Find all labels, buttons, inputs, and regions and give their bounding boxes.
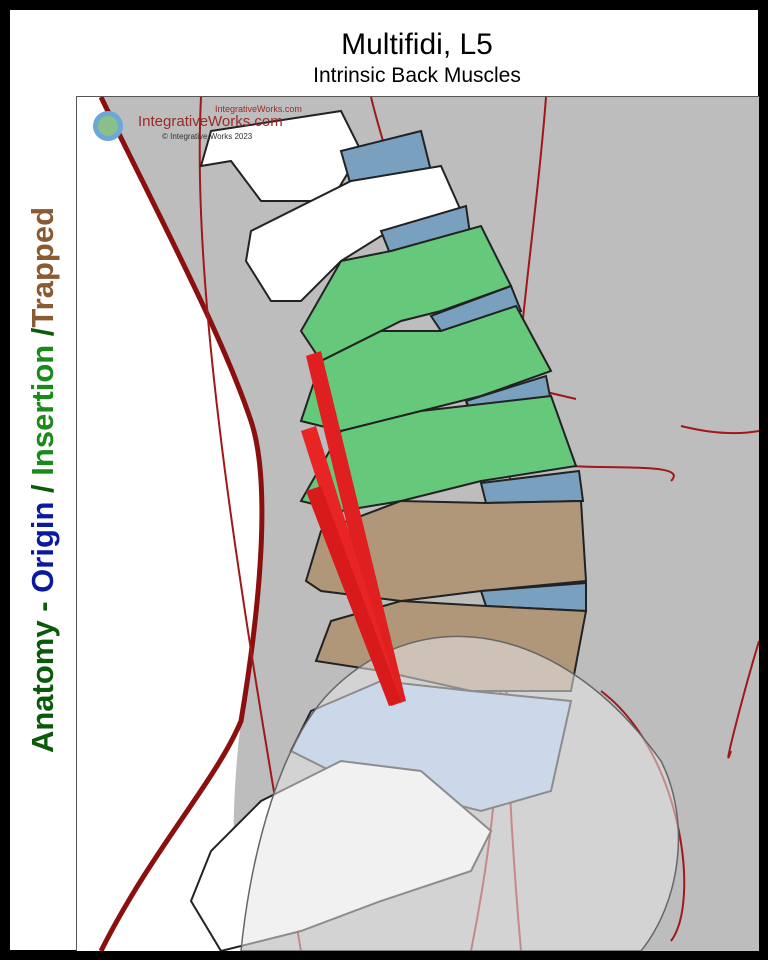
legend-separator: / — [25, 327, 60, 345]
legend-trapped: Trapped — [25, 206, 60, 328]
spine-drawing — [77, 95, 760, 953]
pelvis-overlay — [240, 635, 680, 952]
legend-anatomy: Anatomy - — [25, 592, 60, 754]
page-subtitle: Intrinsic Back Muscles — [313, 64, 521, 87]
logo-icon — [93, 111, 123, 141]
anatomy-illustration — [76, 95, 760, 953]
watermark-site: IntegrativeWorks.com — [138, 113, 283, 130]
nerve-main — [98, 95, 265, 953]
legend-strip: Anatomy - Origin / Insertion /Trapped — [10, 10, 76, 950]
legend-separator: / — [25, 475, 60, 502]
page-title: Multifidi, L5 — [341, 28, 493, 61]
multifidus-muscle — [301, 351, 406, 706]
body-outline — [77, 97, 262, 951]
legend-origin: Origin — [25, 501, 60, 593]
page-frame: Multifidi, L5 Intrinsic Back Muscles Ana… — [10, 10, 760, 953]
legend-text: Anatomy - Origin / Insertion /Trapped — [25, 207, 61, 753]
watermark-small: IntegrativeWorks.com — [215, 104, 302, 114]
legend-insertion: Insertion — [25, 344, 60, 476]
watermark-copyright: © Integrative Works 2023 — [162, 132, 253, 141]
